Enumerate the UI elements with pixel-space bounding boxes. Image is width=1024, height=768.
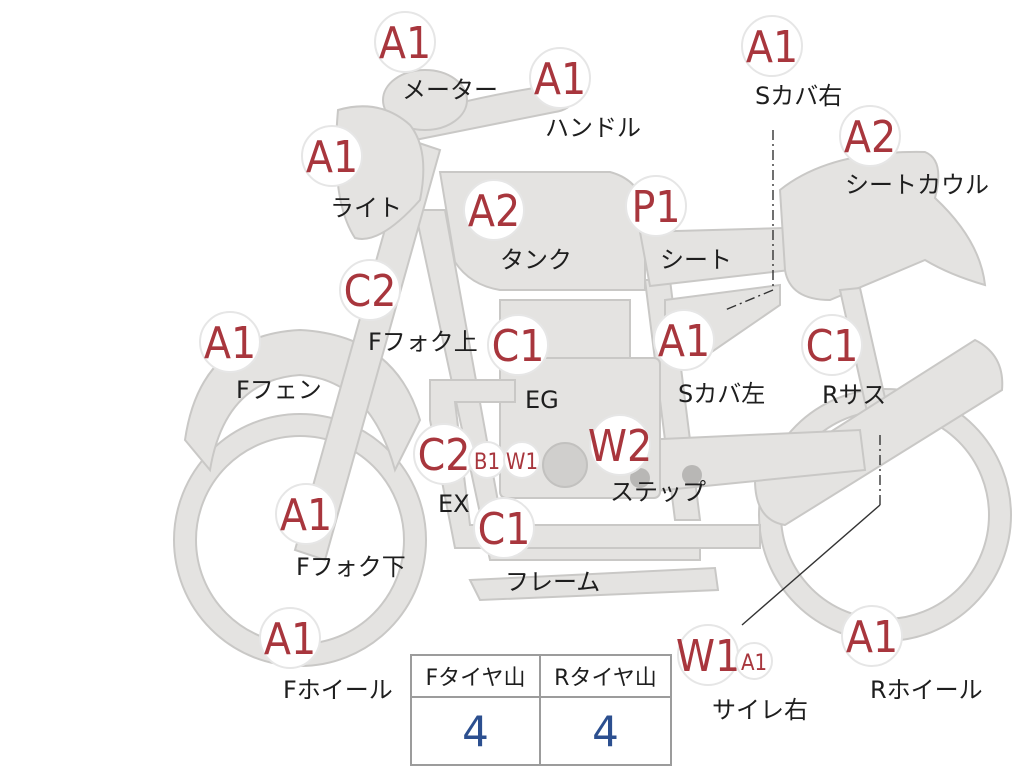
grade-text: A1 (746, 22, 798, 73)
front-tire-value: 4 (412, 698, 541, 764)
grade-text: C1 (806, 321, 859, 372)
part-label: EG (525, 386, 559, 414)
grade-text: C1 (492, 321, 545, 372)
part-label: サイレ右 (712, 696, 808, 724)
part-label: Rホイール (870, 676, 983, 704)
part-label: ライト (330, 194, 402, 222)
part-badge-muffler-w1: W1 (676, 624, 740, 686)
part-label: Rサス (822, 381, 886, 409)
muffler (753, 338, 1004, 527)
part-label: シートカウル (845, 171, 989, 199)
part-badge-front-fork-upper: C2 Fフォク上 (339, 259, 478, 356)
part-label: フレーム (505, 568, 600, 596)
front-tire-header: Fタイヤ山 (412, 656, 541, 698)
part-badge-b1: B1 (468, 441, 506, 479)
part-badge-rear-suspension: C1 Rサス (801, 314, 886, 409)
grade-text: W1 (506, 450, 538, 475)
rear-tire-value: 4 (592, 706, 619, 756)
part-badge-muffler-right: A1 サイレ右 (712, 642, 808, 724)
part-label: Fフォク上 (368, 328, 478, 356)
part-label: Fフェン (236, 376, 322, 404)
grade-text: C2 (344, 266, 397, 317)
part-badge-step: W2 ステップ (588, 414, 706, 506)
part-label: Sカバ左 (678, 380, 765, 408)
part-badge-rear-wheel: A1 Rホイール (841, 605, 983, 704)
grade-text: A1 (534, 54, 586, 105)
part-badge-handle: A1 ハンドル (529, 47, 641, 142)
grade-text: A1 (204, 318, 256, 369)
part-badge-front-fork-lower: A1 Fフォク下 (275, 483, 406, 581)
part-badge-seat-cowl: A2 シートカウル (839, 105, 989, 199)
part-label: タンク (500, 246, 572, 274)
part-badge-exhaust: C2 EX (413, 423, 475, 518)
grade-text: A1 (379, 18, 431, 69)
part-label: Sカバ右 (755, 82, 842, 110)
part-badge-w1: W1 (503, 441, 541, 479)
grade-text: B1 (474, 450, 500, 475)
part-badge-front-fender: A1 Fフェン (199, 311, 322, 404)
grade-text: A1 (741, 651, 767, 676)
grade-text: A1 (264, 614, 316, 665)
grade-text: A1 (306, 132, 358, 183)
part-badge-frame: C1 フレーム (473, 497, 600, 596)
part-badge-s-cover-left: A1 Sカバ左 (653, 309, 765, 408)
grade-text: A1 (280, 490, 332, 541)
grade-text: W2 (588, 421, 652, 472)
grade-text: A1 (846, 612, 898, 663)
grade-text: C2 (418, 430, 471, 481)
part-badge-seat: P1 シート (625, 175, 732, 274)
leader-s-cover-right-tail (724, 289, 774, 311)
part-badge-s-cover-right: A1 Sカバ右 (741, 15, 842, 110)
meter (382, 69, 468, 131)
grade-text: C1 (478, 504, 531, 555)
rear-tire-header: Rタイヤ山 (541, 656, 670, 698)
part-label: ハンドル (545, 114, 641, 142)
leader-muffler-right (741, 504, 881, 626)
part-label: メーター (402, 76, 498, 104)
part-badge-tank: A2 タンク (463, 179, 572, 274)
tire-tread-table: Fタイヤ山 Rタイヤ山 4 4 (410, 654, 672, 766)
frame-loop (468, 566, 720, 602)
grade-text: A1 (658, 316, 710, 367)
part-label: シート (660, 246, 732, 274)
grade-text: P1 (631, 182, 680, 233)
part-label: Fフォク下 (296, 553, 406, 581)
engine-cover (542, 442, 588, 488)
part-label: EX (438, 490, 470, 518)
part-label: ステップ (610, 478, 706, 506)
part-label: Fホイール (283, 676, 393, 704)
grade-text: W1 (676, 631, 740, 682)
part-badge-meter: A1 メーター (374, 11, 498, 104)
front-fork (293, 138, 442, 562)
part-badge-light: A1 ライト (301, 125, 402, 222)
part-badge-engine: C1 EG (487, 314, 559, 414)
grade-text: A2 (468, 186, 520, 237)
footpeg-right (682, 465, 702, 485)
grade-text: A2 (844, 112, 896, 163)
footpeg-left (630, 468, 650, 488)
part-badge-front-wheel: A1 Fホイール (259, 607, 393, 704)
